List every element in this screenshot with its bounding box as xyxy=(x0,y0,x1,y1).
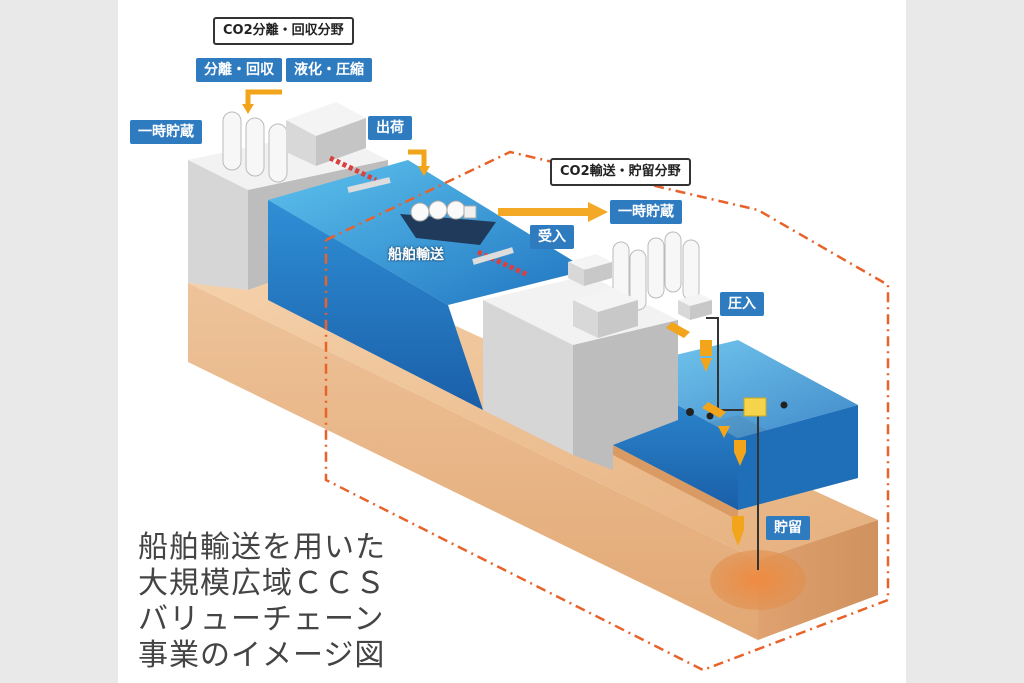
co2-transport-storage-field-label: CO2輸送・貯留分野 xyxy=(550,158,691,186)
caption-line-3: バリューチェーン xyxy=(138,602,385,637)
diagram-canvas: CO2分離・回収分野 分離・回収 液化・圧縮 一時貯蔵 出荷 CO2輸送・貯留分… xyxy=(118,0,906,683)
caption-line-4: 事業のイメージ図 xyxy=(138,638,386,673)
ship-transport-label: 船舶輸送 xyxy=(388,247,444,263)
left-pier xyxy=(328,155,391,193)
caption-line-1: 船舶輸送を用いた xyxy=(138,530,386,565)
receiving-label: 受入 xyxy=(530,225,574,249)
temporary-storage-right-label: 一時貯蔵 xyxy=(610,200,682,224)
shipping-label: 出荷 xyxy=(368,116,412,140)
left-tanks xyxy=(222,111,288,183)
crab-icons xyxy=(686,401,788,420)
diagram-caption: 船舶輸送を用いた 大規模広域ＣＣＳ バリューチェーン 事業のイメージ図 xyxy=(138,530,386,674)
co2-ship xyxy=(400,200,496,245)
storage-reservoir xyxy=(710,550,806,610)
storage-label: 貯留 xyxy=(766,516,810,540)
right-plant-buildings xyxy=(568,254,712,338)
flow-arrows xyxy=(242,89,746,546)
right-tanks xyxy=(612,231,700,311)
temporary-storage-left-label: 一時貯蔵 xyxy=(130,120,202,144)
right-pier xyxy=(472,247,530,278)
co2-capture-field-label: CO2分離・回収分野 xyxy=(213,17,354,45)
ccs-diagram-illustration xyxy=(188,89,890,672)
left-plant-building xyxy=(286,102,366,166)
injection-label: 圧入 xyxy=(720,292,764,316)
caption-line-2: 大規模広域ＣＣＳ xyxy=(138,566,386,601)
liquefaction-compression-label: 液化・圧縮 xyxy=(286,58,372,82)
separation-recovery-label: 分離・回収 xyxy=(196,58,282,82)
subsea-injection-unit xyxy=(743,397,767,417)
